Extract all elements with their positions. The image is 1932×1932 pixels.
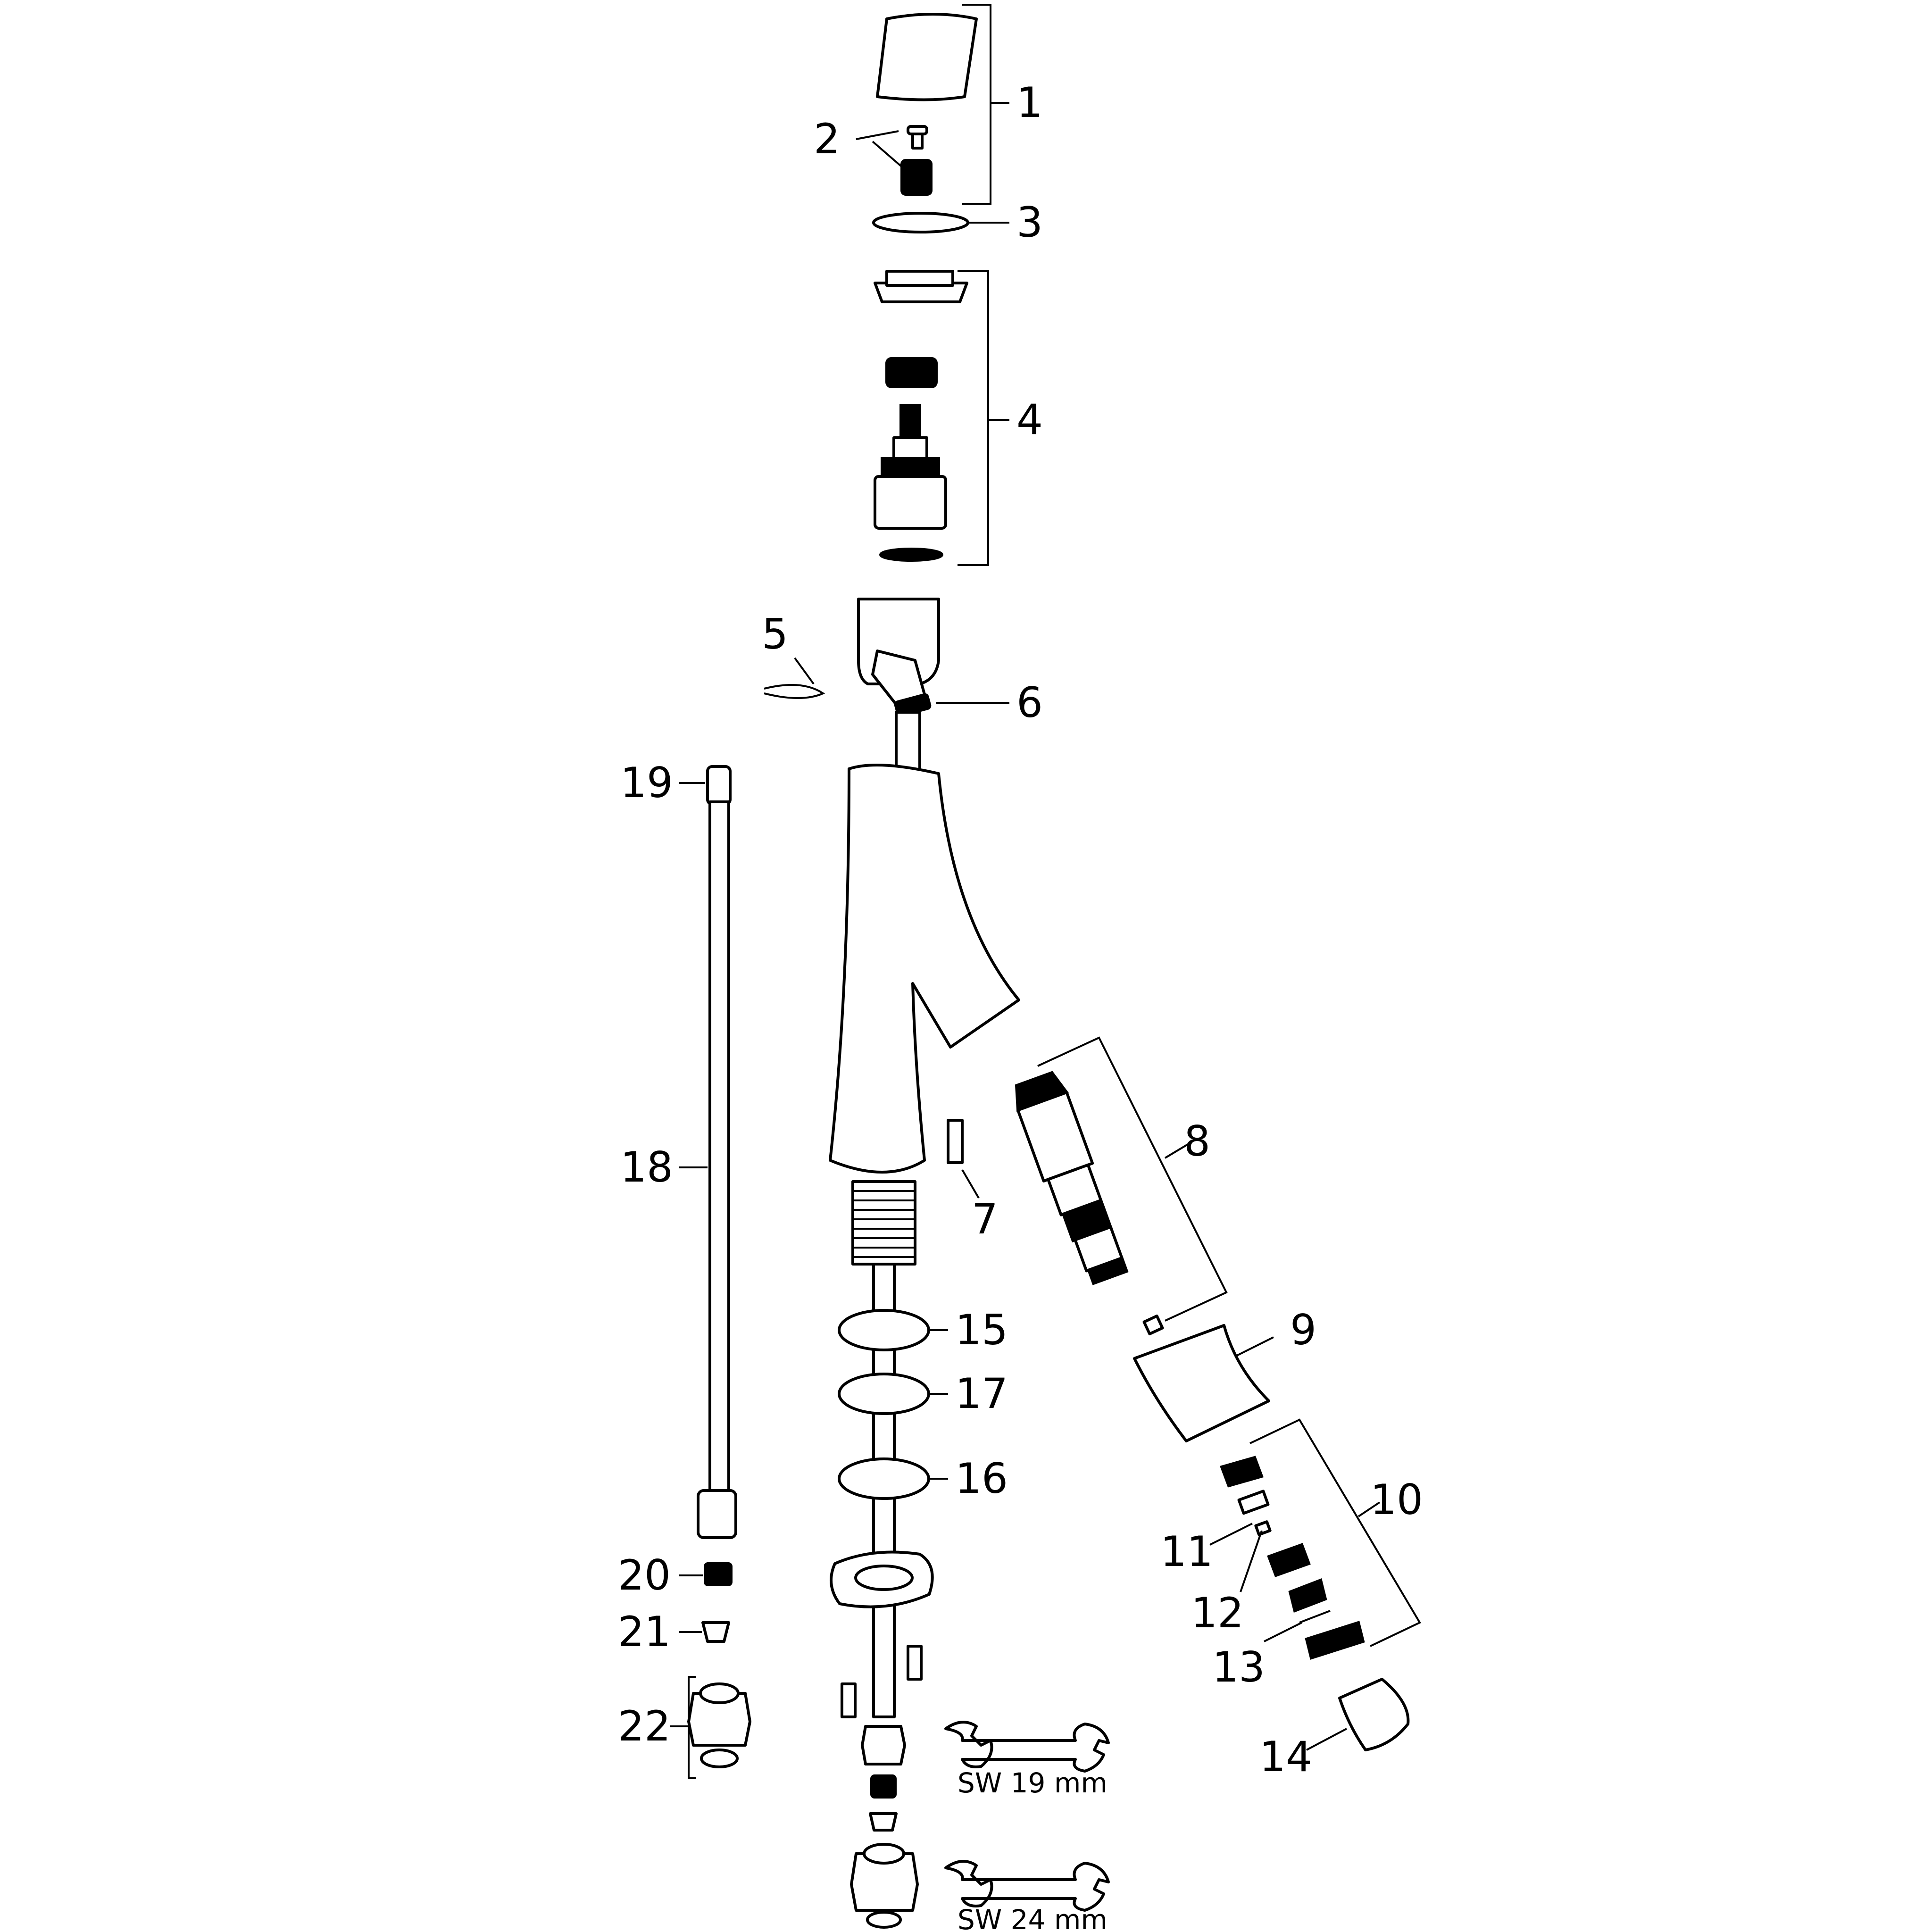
spring-7 [947,1119,964,1164]
callout-3: 3 [1016,198,1043,247]
callout-12: 12 [1191,1589,1244,1637]
callout-7: 7 [972,1195,998,1243]
callout-18: 18 [620,1143,673,1191]
insert-21 [701,1621,730,1643]
leader-9 [1235,1336,1274,1357]
callout-20: 20 [618,1551,671,1599]
lower-connector [850,1725,919,1929]
washer-17 [838,1373,930,1415]
handle-adapter [900,159,933,196]
callout-10: 10 [1370,1475,1423,1524]
bracket-1 [962,4,991,205]
cartridge-knurled-ring [885,357,938,388]
leader-5 [794,657,815,685]
leader-12 [1240,1530,1263,1592]
leader-13 [1264,1622,1302,1642]
threaded-shank [851,1180,916,1266]
leader-7 [961,1169,980,1199]
body-stem [895,711,921,775]
wrench-large-label: SW 24 mm [958,1904,1108,1932]
hose-18 [697,765,737,1539]
bracket-4 [958,270,989,566]
callout-6: 6 [1016,678,1043,727]
cartridge-seal [879,548,943,562]
callout-21: 21 [618,1607,671,1656]
bracket-10 [1249,1418,1421,1647]
connector-22 [687,1682,751,1768]
stud-right [907,1645,923,1681]
callout-2: 2 [814,115,840,163]
callout-19: 19 [620,758,673,807]
leader-10 [1357,1501,1381,1517]
mounting-plate [830,1550,934,1608]
insert-20 [704,1562,733,1586]
cartridge-body [874,404,947,530]
leader-8 [1164,1143,1190,1159]
callout-13: 13 [1212,1643,1265,1691]
callout-9: 9 [1290,1306,1316,1354]
cover-ring-3 [872,212,969,233]
leader-2 [856,130,902,167]
callout-22: 22 [618,1702,671,1750]
callout-16: 16 [955,1454,1008,1503]
small-clip [1142,1314,1164,1336]
washer-15 [838,1309,930,1351]
diverter-housing [857,598,940,717]
washer-16 [838,1457,930,1500]
cartridge-nut [874,270,968,303]
mixer-body [829,764,1020,1174]
wrench-icon [944,1721,1110,1773]
bracket-22 [670,1676,696,1779]
clip-5 [764,684,825,699]
wrench-icon-large [944,1860,1110,1912]
callout-17: 17 [955,1369,1008,1418]
callout-4: 4 [1016,395,1043,444]
callout-5: 5 [762,610,788,658]
wrench-small-label: SW 19 mm [958,1767,1108,1799]
leader-11 [1209,1523,1253,1546]
spray-head-parts [1220,1456,1410,1751]
spout-insert-8 [1015,1071,1129,1285]
callout-8: 8 [1184,1117,1210,1166]
handle-cap [876,13,978,101]
callout-1: 1 [1016,78,1043,127]
spout-sleeve-9 [1133,1324,1270,1442]
stud-left [841,1682,857,1718]
leader-14 [1306,1728,1347,1751]
bracket-8 [1037,1036,1228,1322]
callout-15: 15 [955,1306,1008,1354]
handle-screw [907,125,928,150]
callout-11: 11 [1160,1527,1213,1576]
callout-14: 14 [1259,1732,1312,1781]
